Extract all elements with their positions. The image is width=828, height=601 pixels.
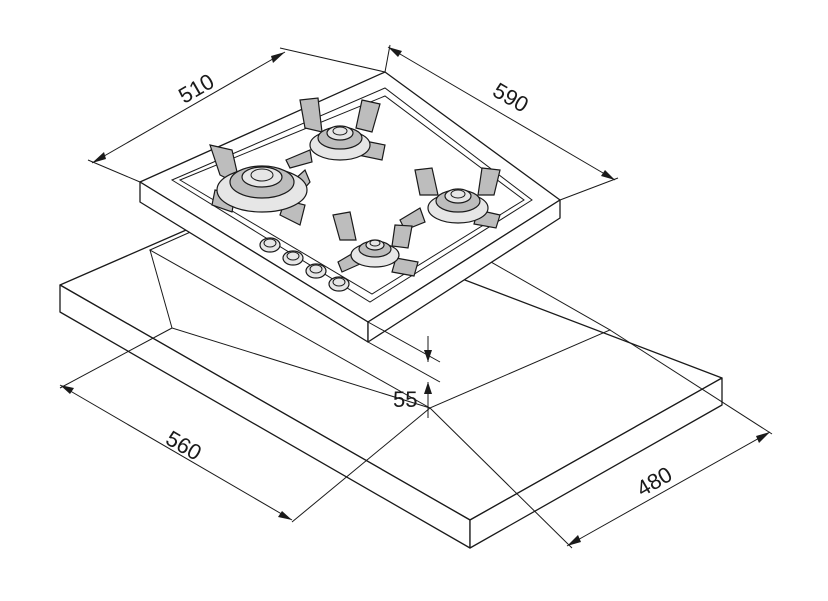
dimension-560 <box>59 327 431 523</box>
label-560: 560 <box>162 425 206 465</box>
burner-large <box>209 144 311 226</box>
knob-1 <box>259 237 281 253</box>
knob-4 <box>328 276 350 292</box>
hob-right-skirt <box>367 199 561 343</box>
knob-2 <box>282 250 304 266</box>
label-510: 510 <box>174 68 218 108</box>
burner-small <box>332 211 419 277</box>
knob-3 <box>305 263 327 279</box>
label-55: 55 <box>393 387 417 412</box>
dimension-55 <box>367 321 441 418</box>
dimension-510 <box>87 47 386 183</box>
burner-right <box>399 167 501 231</box>
dimension-480 <box>429 329 773 549</box>
label-480: 480 <box>632 461 676 501</box>
countertop <box>59 169 723 549</box>
label-590: 590 <box>489 77 533 117</box>
hob <box>139 71 561 343</box>
dimension-590 <box>384 44 619 201</box>
control-knobs <box>259 237 350 292</box>
burner-back <box>285 97 386 169</box>
